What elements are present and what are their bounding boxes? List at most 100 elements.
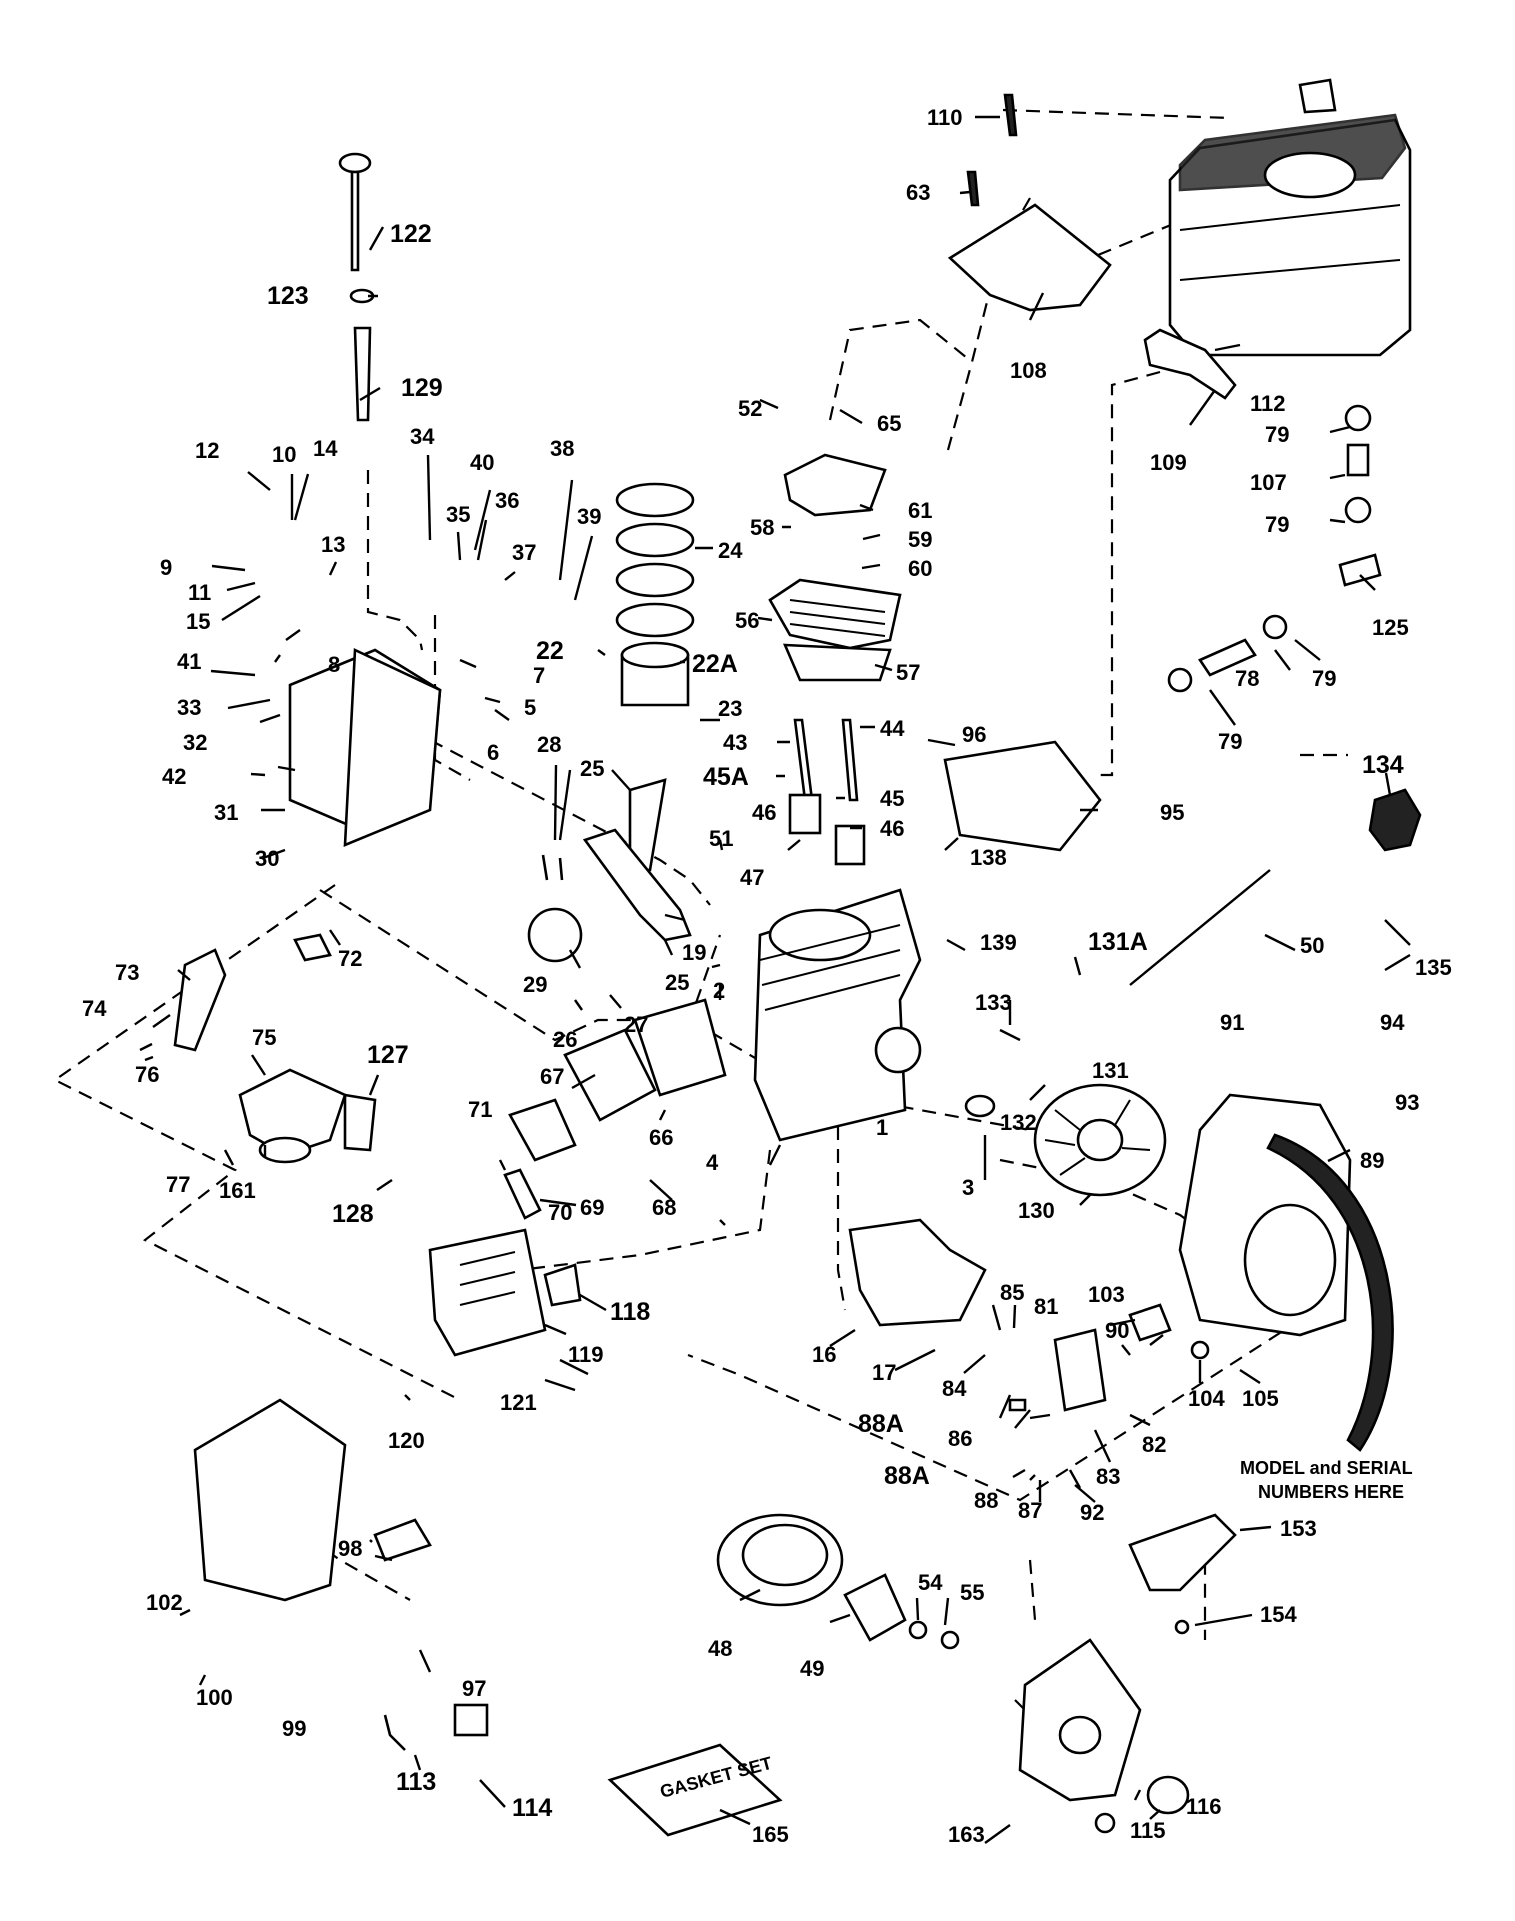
label-51: 51 [709,826,733,851]
label-134: 134 [1362,751,1404,779]
label-31: 31 [214,800,238,825]
label-46: 46 [752,800,776,825]
label-88A: 88A [858,1410,904,1438]
model-serial-arrow [1266,1133,1394,1452]
air-guide [943,740,1102,852]
piston-rings [615,482,695,707]
label-92: 92 [1080,1500,1104,1525]
label-6: 6 [487,740,499,765]
label-66: 66 [649,1125,673,1150]
label-79: 79 [1312,666,1336,691]
label-131A: 131A [1088,928,1148,956]
label-113: 113 [396,1768,436,1796]
breaker-points [1053,1328,1107,1412]
model-serial-note-line1: MODEL and SERIAL [1240,1458,1413,1478]
label-115: 115 [1130,1818,1166,1843]
label-165: 165 [752,1822,789,1847]
label-25: 25 [665,970,689,995]
label-96: 96 [962,722,986,747]
spring-46a [788,793,822,835]
label-70: 70 [548,1200,572,1225]
part-113 [383,1714,406,1751]
gasket-69 [508,1098,577,1162]
label-119: 119 [568,1342,604,1367]
intake-tube [173,948,227,1052]
model-serial-note-line2: NUMBERS HERE [1258,1482,1404,1502]
head-gasket [782,643,892,682]
dipstick-cap [338,152,372,174]
leader-lines [139,115,1411,1844]
label-133: 133 [975,990,1012,1015]
label-153: 153 [1280,1516,1317,1541]
label-130: 130 [1018,1198,1055,1223]
label-65: 65 [877,411,901,436]
label-10: 10 [272,442,296,467]
part-55 [940,1630,960,1650]
tappets [541,854,564,881]
fuel-line-107 [1346,443,1370,477]
label-9: 9 [160,555,172,580]
blower-housing [1178,1093,1352,1337]
label-25: 25 [580,756,604,781]
label-85: 85 [1000,1280,1024,1305]
gasket-30 [343,647,442,847]
label-97: 97 [462,1676,486,1701]
governor-link [343,1093,377,1152]
fuel-tank [1168,78,1412,357]
label-102: 102 [146,1590,183,1615]
label-11: 11 [188,580,211,605]
label-14: 14 [313,436,338,461]
spring-46b [834,824,866,866]
label-13: 13 [321,532,345,557]
label-29: 29 [523,972,547,997]
label-71: 71 [468,1097,492,1122]
label-116: 116 [1186,1794,1222,1819]
part-97 [373,1518,432,1562]
label-75: 75 [252,1025,276,1050]
label-163: 163 [948,1822,985,1847]
nut-115 [1094,1812,1116,1834]
label-15: 15 [186,609,210,634]
oil-seal [964,1094,996,1118]
label-95: 95 [1160,800,1184,825]
label-81: 81 [1034,1294,1058,1319]
label-90: 90 [1105,1318,1129,1343]
label-108: 108 [1010,358,1047,383]
label-83: 83 [1096,1464,1120,1489]
label-138: 138 [970,845,1007,870]
label-2: 2 [713,978,725,1003]
clamp-79a [1344,404,1372,432]
label-41: 41 [177,649,201,674]
label-88A: 88A [884,1462,930,1490]
label-34: 34 [410,424,435,449]
label-61: 61 [908,498,932,523]
label-112: 112 [1250,391,1286,416]
label-121: 121 [500,1390,537,1415]
label-105: 105 [1242,1386,1279,1411]
label-120: 120 [388,1428,425,1453]
cap-116 [1146,1775,1190,1815]
label-49: 49 [800,1656,824,1681]
label-46: 46 [880,816,904,841]
label-122: 122 [390,220,432,248]
intake-gasket-72 [293,933,332,962]
intake-valve [793,718,814,802]
label-129: 129 [401,374,443,402]
condenser [1128,1303,1172,1342]
connecting-rod [628,778,667,872]
shutoff-valve [1338,553,1382,587]
label-52: 52 [738,396,762,421]
label-60: 60 [908,556,932,581]
label-94: 94 [1380,1010,1405,1035]
gasket-set: GASKET SET [607,1743,783,1837]
label-23: 23 [718,696,742,721]
label-132: 132 [1000,1110,1037,1135]
primer-bulb [1368,788,1422,852]
dipstick-tube [353,326,372,422]
label-19: 19 [682,940,706,965]
label-63: 63 [906,180,930,205]
label-40: 40 [470,450,494,475]
label-30: 30 [255,846,279,871]
label-39: 39 [577,504,601,529]
